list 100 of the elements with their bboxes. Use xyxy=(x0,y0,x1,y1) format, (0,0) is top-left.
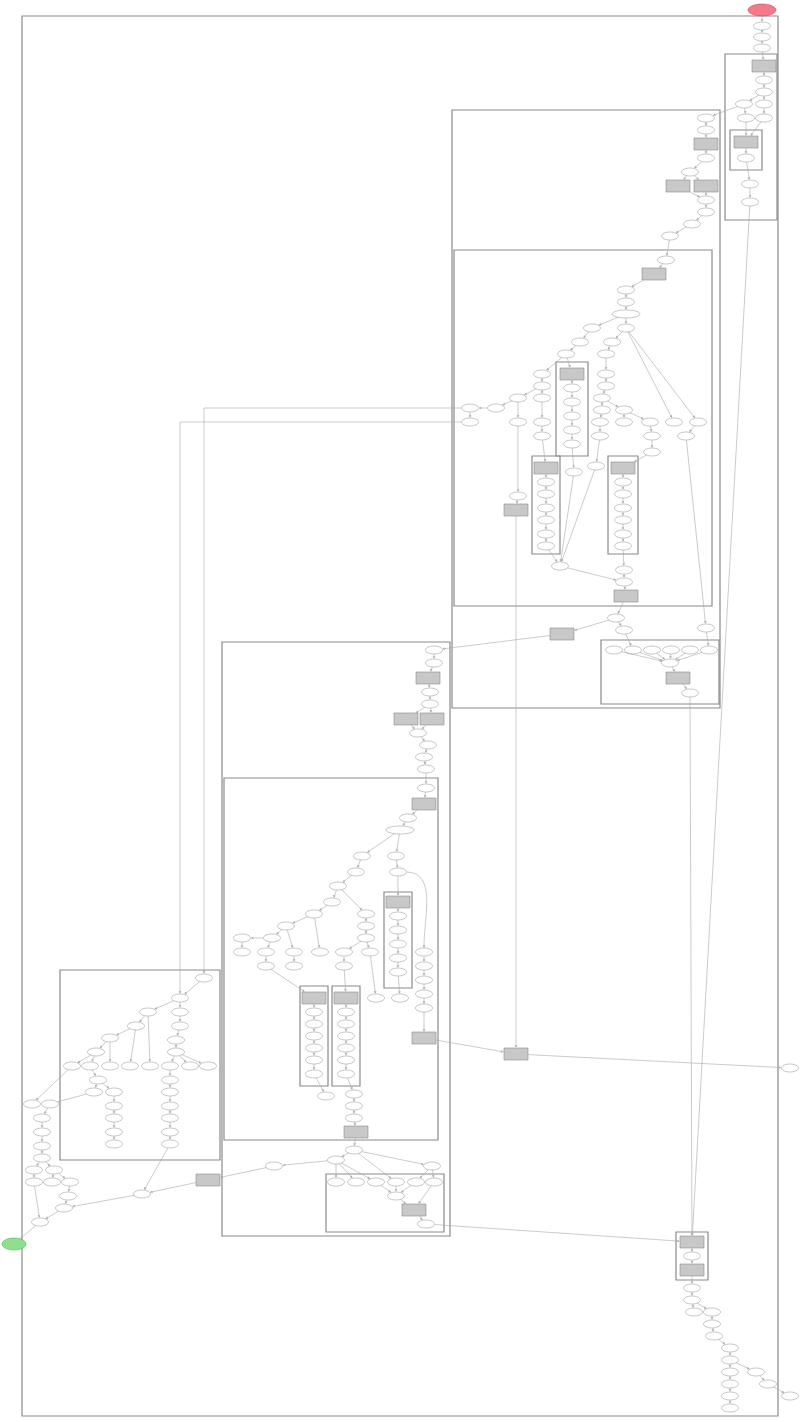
arrow xyxy=(675,226,687,233)
arrow xyxy=(270,968,305,992)
group-frame xyxy=(299,985,329,1087)
arrow xyxy=(168,1069,172,1076)
arrow xyxy=(168,1083,172,1088)
arrow xyxy=(370,955,377,994)
arrow xyxy=(598,317,619,326)
arrow xyxy=(361,1151,424,1165)
arrow xyxy=(395,833,400,852)
arrow xyxy=(600,401,604,406)
group-frame xyxy=(729,129,763,171)
arrow xyxy=(394,1185,398,1192)
arrow xyxy=(312,1015,316,1020)
arrow xyxy=(760,29,764,33)
arrow xyxy=(677,652,703,661)
arrow xyxy=(20,1225,37,1239)
arrow xyxy=(544,523,548,530)
arrow xyxy=(432,653,436,659)
filled-box xyxy=(301,991,327,1005)
arrow xyxy=(624,293,628,298)
arrow xyxy=(292,955,296,962)
arrow xyxy=(718,1339,726,1345)
arrow xyxy=(598,425,602,432)
arrow xyxy=(540,389,544,394)
arrow xyxy=(540,377,544,382)
arrow xyxy=(357,859,361,868)
arrow xyxy=(689,191,700,198)
filled-box xyxy=(333,991,359,1005)
arrow xyxy=(502,400,513,406)
arrow xyxy=(604,377,608,382)
arrow xyxy=(333,889,337,898)
arrow xyxy=(544,497,548,504)
arrow xyxy=(570,391,574,398)
arrow xyxy=(315,1077,324,1092)
arrow xyxy=(631,279,644,287)
arrow xyxy=(422,997,426,1004)
arrow xyxy=(112,1121,116,1128)
arrow xyxy=(762,83,766,88)
group-frame xyxy=(221,641,451,1237)
arrow xyxy=(406,871,427,948)
group-frame xyxy=(453,249,713,607)
arrow xyxy=(544,537,548,542)
arrow xyxy=(435,1039,504,1053)
arrow xyxy=(267,941,271,948)
arrow xyxy=(415,706,426,713)
arrow xyxy=(524,388,537,396)
arrow xyxy=(91,1055,95,1062)
arrow xyxy=(154,1000,175,1010)
group-frame xyxy=(21,15,779,1417)
filled-box xyxy=(559,367,585,381)
group-frame xyxy=(724,53,778,221)
arrow xyxy=(364,917,368,922)
arrow xyxy=(567,567,617,581)
arrow xyxy=(627,331,672,418)
arrow xyxy=(147,1015,151,1062)
arrow xyxy=(344,1063,348,1070)
arrow xyxy=(420,736,425,741)
arrow xyxy=(624,317,628,324)
filled-box xyxy=(503,1047,529,1061)
arrow xyxy=(428,695,432,700)
arrow xyxy=(570,433,574,440)
arrow xyxy=(410,724,415,729)
group-frame xyxy=(383,891,413,989)
arrow xyxy=(36,1069,69,1101)
arrow xyxy=(710,1315,714,1320)
filled-box xyxy=(693,137,719,151)
arrow xyxy=(686,439,707,624)
arrow xyxy=(621,523,625,530)
filled-box xyxy=(411,1031,437,1045)
arrow xyxy=(339,1163,353,1179)
arrow xyxy=(583,331,590,338)
arrow xyxy=(773,1386,785,1393)
filled-box xyxy=(665,671,691,685)
arrow xyxy=(432,1169,435,1178)
arrow xyxy=(168,1121,172,1128)
arrow xyxy=(401,1185,412,1193)
filled-box xyxy=(343,1125,369,1139)
arrow xyxy=(540,425,544,432)
arrow xyxy=(112,1095,116,1102)
oval xyxy=(385,825,415,835)
arrow xyxy=(418,1185,432,1204)
arrow xyxy=(625,633,632,646)
arrow xyxy=(689,696,694,1236)
arrow xyxy=(746,161,751,180)
arrow xyxy=(251,936,264,940)
filled-box xyxy=(503,503,529,517)
arrow xyxy=(762,95,766,100)
arrow xyxy=(728,1399,732,1404)
arrow xyxy=(32,1173,36,1178)
arrow xyxy=(761,51,765,60)
arrow xyxy=(689,425,696,432)
arrow xyxy=(40,1149,44,1154)
arrow xyxy=(629,412,644,420)
arrow xyxy=(344,1051,348,1056)
arrow xyxy=(342,955,346,962)
arrow xyxy=(696,1302,707,1309)
oval xyxy=(1,1237,27,1251)
arrow xyxy=(58,1173,66,1179)
arrow xyxy=(607,400,619,407)
filled-box xyxy=(549,627,575,641)
